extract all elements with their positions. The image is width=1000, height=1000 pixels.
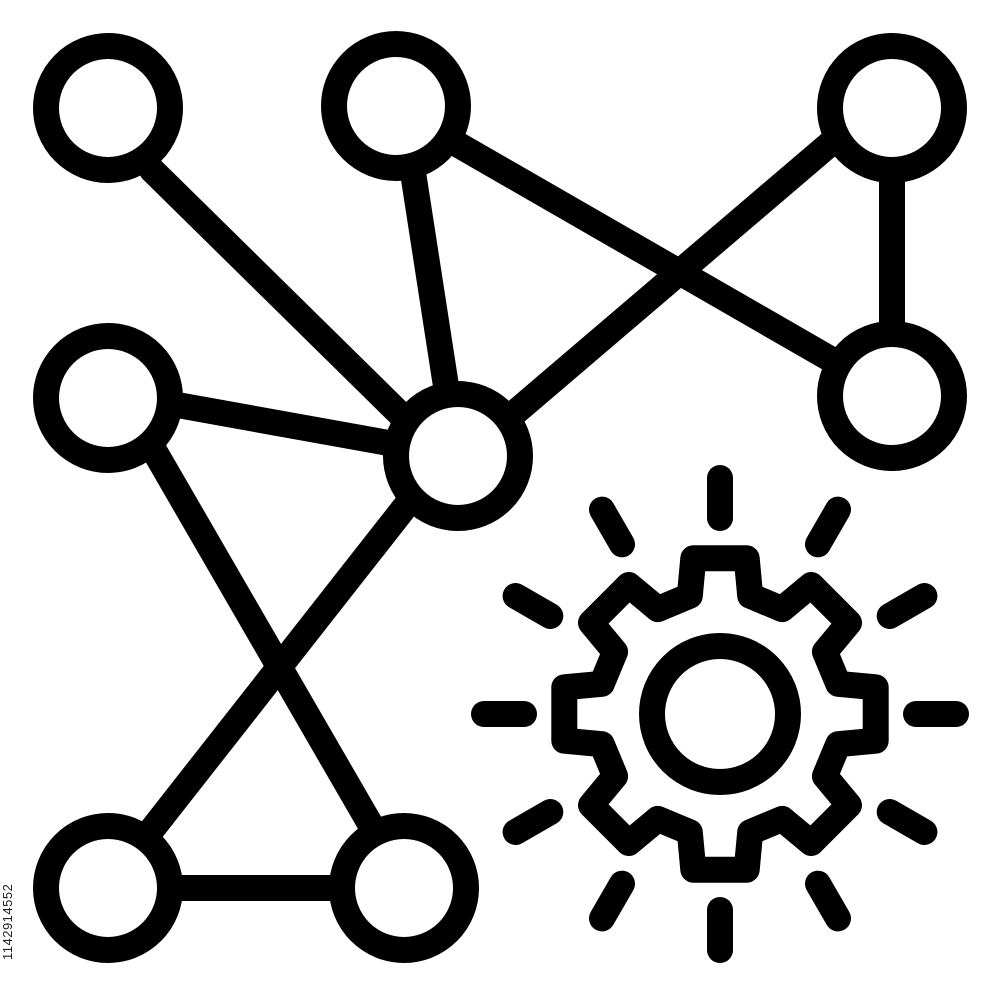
gear-ray-12	[589, 496, 635, 558]
edge-d-g	[135, 427, 389, 847]
node-top-right	[817, 33, 967, 183]
gear-ray-11	[502, 583, 564, 629]
gear-ray-5	[876, 799, 938, 845]
edge-c-hub	[491, 129, 845, 435]
node-bottom-left	[33, 813, 183, 963]
node-middle-left	[33, 323, 183, 473]
node-top-center	[321, 31, 471, 181]
gear-hole	[639, 633, 801, 795]
network-graph	[135, 127, 905, 901]
edge-hub-f	[137, 485, 425, 845]
node-hub	[383, 381, 533, 531]
edge-b-hub	[399, 153, 459, 399]
node-right	[817, 321, 967, 471]
stock-id-watermark: 1142914552	[0, 883, 15, 960]
gear-ray-3	[876, 583, 938, 629]
gear-ray-9	[502, 799, 564, 845]
edge-d-hub	[159, 391, 407, 457]
edge-a-hub	[139, 157, 419, 433]
gear-rays	[471, 465, 969, 963]
edge-b-e	[437, 127, 845, 373]
node-top-left	[33, 33, 183, 183]
node-bottom-center	[329, 813, 479, 963]
gear-ray-6	[805, 870, 851, 932]
network-nodes	[33, 31, 967, 963]
gear-ray-2	[805, 496, 851, 558]
gear-ray-8	[589, 870, 635, 932]
